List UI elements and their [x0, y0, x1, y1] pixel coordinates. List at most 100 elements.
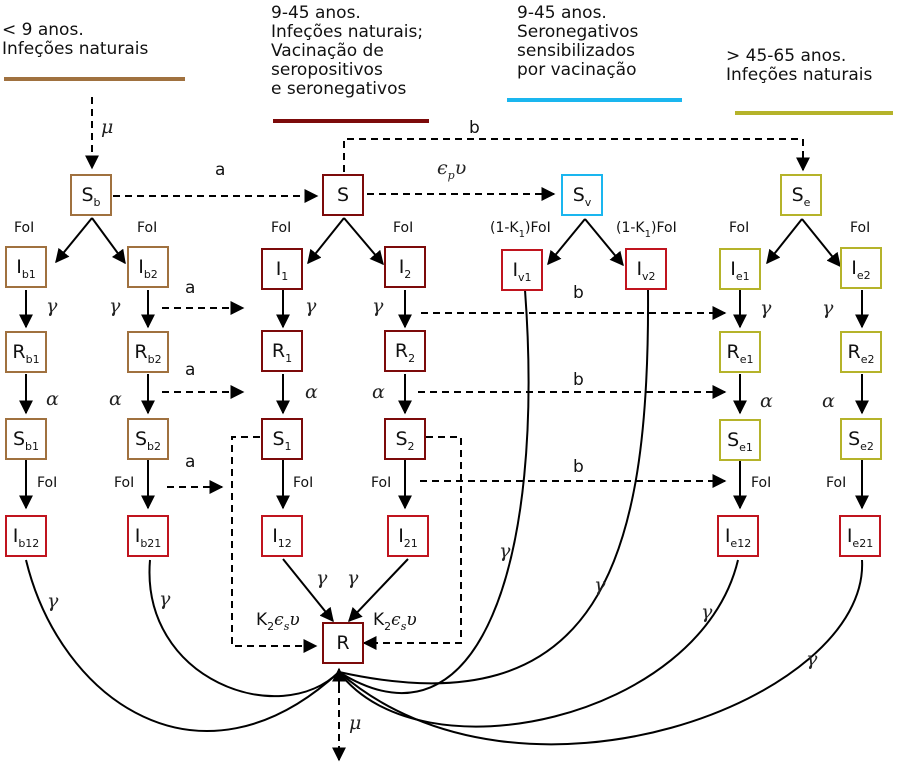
rate-alpha: α — [822, 390, 835, 412]
rate-foi: FoI — [271, 220, 292, 236]
edge-s-i2 — [343, 217, 384, 266]
legend-vaccine-line-1: 9-45 anos. — [517, 3, 607, 23]
compartment-S: S — [322, 174, 364, 216]
legend-vaccine-line-3: sensibilizados — [517, 41, 636, 61]
rate-gamma: γ — [372, 295, 384, 317]
legend-child-line-1: < 9 anos. — [2, 20, 84, 40]
rate-alpha: α — [109, 388, 122, 410]
rate-b: b — [573, 370, 584, 390]
legend-bar-child — [4, 77, 185, 81]
rate-foi: FoI — [37, 475, 58, 491]
rate-a: a — [185, 278, 196, 298]
legend-adult-line-4: seropositivos — [271, 60, 383, 80]
rate-alpha: α — [760, 390, 773, 412]
rate-b: b — [573, 283, 584, 303]
rate-foi: FoI — [293, 475, 314, 491]
rate-b: b — [469, 118, 480, 138]
rate-gamma: γ — [347, 567, 359, 589]
legend-bar-adult — [273, 119, 429, 123]
rate-gamma: γ — [499, 540, 511, 562]
legend-adult: 9-45 anos. Infeções naturais; Vacinação … — [271, 4, 423, 99]
rate-gamma: γ — [109, 295, 121, 317]
legend-vaccine: 9-45 anos. Seronegativos sensibilizados … — [517, 4, 638, 80]
rate-gamma: γ — [594, 574, 606, 596]
rate-foi: FoI — [114, 475, 135, 491]
rate-death-mu: μ — [349, 712, 362, 734]
rate-k2-vaccination: K2ϵsυ — [373, 610, 417, 633]
legend-child: < 9 anos. Infeções naturais — [2, 21, 148, 59]
legend-bar-elderly — [735, 111, 893, 115]
legend-elderly: > 45-65 anos. Infeções naturais — [726, 47, 872, 85]
rate-k2-vaccination: K2ϵsυ — [256, 610, 300, 633]
rate-foi: FoI — [371, 475, 392, 491]
rate-alpha: α — [305, 381, 318, 403]
legend-adult-line-2: Infeções naturais; — [271, 22, 424, 42]
legend-adult-line-3: Vacinação de — [271, 41, 384, 61]
edge-se-ie1 — [766, 218, 803, 265]
edge-sb-ib2 — [91, 217, 126, 265]
legend-bar-vaccine — [507, 98, 682, 102]
rate-gamma: γ — [822, 297, 834, 319]
rate-foi: FoI — [850, 220, 871, 236]
rate-gamma: γ — [305, 295, 317, 317]
legend-vaccine-line-2: Seronegativos — [517, 22, 639, 42]
legend-vaccine-line-4: por vacinação — [517, 60, 637, 80]
rate-alpha: α — [46, 388, 59, 410]
rate-foi: FoI — [729, 220, 750, 236]
rate-gamma: γ — [760, 297, 772, 319]
rate-foi: FoI — [826, 475, 847, 491]
rate-k1-foi: (1-K1)FoI — [490, 220, 551, 240]
legend-adult-line-1: 9-45 anos. — [271, 3, 361, 23]
rate-a: a — [185, 360, 196, 380]
rate-gamma: γ — [806, 648, 818, 670]
rate-gamma: γ — [701, 601, 713, 623]
rate-foi: FoI — [393, 220, 414, 236]
rate-foi: FoI — [137, 220, 158, 236]
rate-alpha: α — [372, 381, 385, 403]
rate-vaccination: ϵpυ — [437, 157, 467, 182]
rate-gamma: γ — [46, 295, 58, 317]
legend-elderly-line-2: Infeções naturais — [726, 65, 873, 85]
rate-k1-foi: (1-K1)FoI — [616, 220, 677, 240]
legend-elderly-line-1: > 45-65 anos. — [726, 46, 847, 66]
rate-gamma: γ — [316, 567, 328, 589]
rate-a: a — [215, 160, 226, 180]
compartment-R: R — [322, 622, 364, 664]
rate-foi: FoI — [751, 475, 772, 491]
legend-adult-line-5: e seronegativos — [271, 79, 407, 99]
rate-gamma: γ — [47, 590, 59, 612]
rate-b: b — [573, 457, 584, 477]
legend-child-line-2: Infeções naturais — [2, 39, 149, 59]
edge-sv-iv2 — [584, 218, 624, 267]
rate-a: a — [185, 452, 196, 472]
edge-se-ie2 — [801, 218, 841, 268]
